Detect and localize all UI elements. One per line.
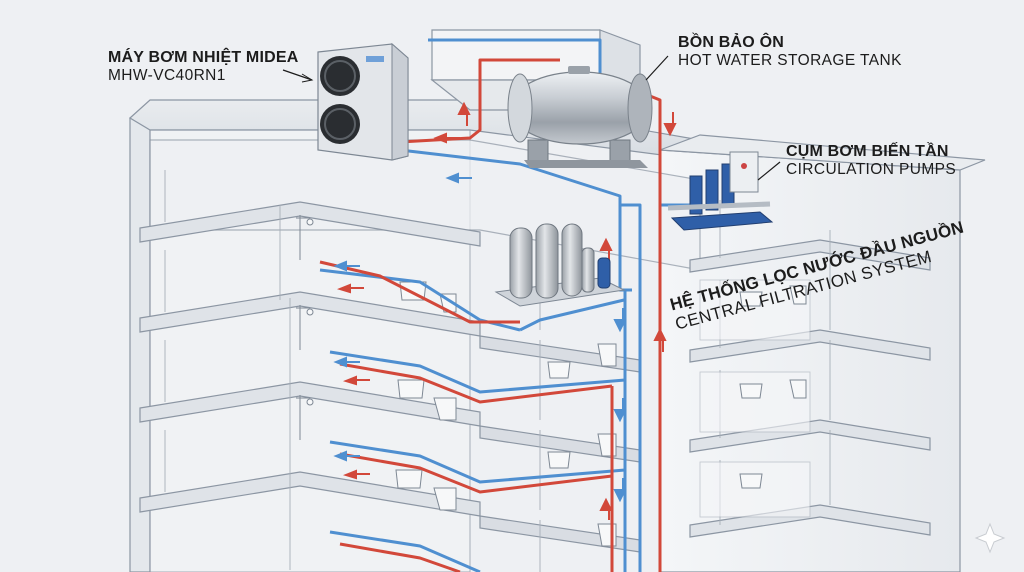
filter-vessel-icon: [509, 223, 611, 299]
bathroom-fixtures: [296, 215, 807, 547]
storage-tank-label-vi: BỒN BẢO ÔN: [678, 34, 784, 51]
sparkle-icon: [974, 522, 1006, 554]
flow-arrow-icon: [333, 101, 677, 520]
toilet-icon: [433, 397, 457, 421]
storage-tank-icon: [507, 66, 653, 168]
shower-icon: [296, 305, 314, 350]
sink-icon: [397, 379, 425, 399]
heat-pump-label-vi: MÁY BƠM NHIỆT MIDEA: [108, 49, 299, 66]
circulation-pump-icon: [667, 151, 774, 231]
circulation-pumps-label-vi: CỤM BƠM BIẾN TẦN: [786, 143, 949, 160]
sink-icon: [739, 291, 763, 307]
toilet-icon: [789, 285, 807, 305]
sink-icon: [739, 383, 763, 399]
circulation-pumps-label-en: CIRCULATION PUMPS: [786, 161, 957, 179]
circulation-pumps-label: CỤM BƠM BIẾN TẦN CIRCULATION PUMPS: [786, 143, 956, 179]
sink-icon: [547, 451, 571, 469]
shower-icon: [296, 395, 314, 440]
label-leader-lines: [282, 55, 781, 181]
toilet-icon: [789, 379, 807, 399]
floor-slabs: [139, 201, 931, 553]
sink-icon: [739, 473, 763, 489]
toilet-icon: [433, 487, 457, 511]
storage-tank-label-en: HOT WATER STORAGE TANK: [678, 52, 902, 70]
toilet-icon: [597, 343, 617, 367]
storage-tank-label: BỒN BẢO ÔN HOT WATER STORAGE TANK: [678, 34, 902, 70]
heat-pump-unit-icon: [317, 42, 409, 161]
shower-icon: [296, 215, 314, 260]
heat-pump-label: MÁY BƠM NHIỆT MIDEA MHW-VC40RN1: [108, 49, 299, 85]
filtration-system: [494, 223, 626, 307]
sink-icon: [395, 469, 423, 489]
sink-icon: [547, 361, 571, 379]
heat-pump-label-en: MHW-VC40RN1: [108, 67, 226, 85]
